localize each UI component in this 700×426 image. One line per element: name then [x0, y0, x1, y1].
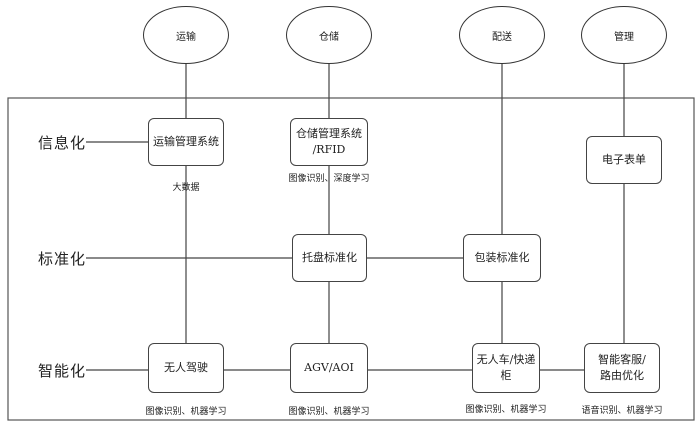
- outer-frame: [7, 97, 695, 421]
- category-oval-storage: 仓储: [286, 6, 372, 64]
- box-unmanned-vehicle: 无人车/快递柜: [472, 343, 540, 393]
- box-transport-mgmt-system: 运输管理系统: [148, 118, 224, 166]
- box-label-line1: 仓储管理系统: [296, 126, 362, 140]
- caption-image-ml-transport: 图像识别、机器学习: [145, 407, 227, 417]
- box-label: 运输管理系统: [153, 134, 219, 148]
- category-oval-management: 管理: [581, 6, 667, 64]
- box-label: 托盘标准化: [302, 250, 357, 264]
- box-label-line2: /RFID: [312, 143, 346, 156]
- box-label: 包装标准化: [474, 250, 530, 264]
- caption-image-ml-storage: 图像识别、机器学习: [288, 407, 370, 417]
- box-storage-mgmt-system: 仓储管理系统 /RFID: [290, 118, 368, 166]
- row-label-standardization: 标准化: [38, 250, 87, 268]
- category-label: 运输: [176, 31, 196, 43]
- category-label: 配送: [492, 31, 512, 43]
- box-label-line1: 智能客服/: [598, 352, 646, 366]
- category-oval-transport: 运输: [143, 6, 229, 64]
- caption-speech-ml: 语音识别、机器学习: [581, 406, 663, 416]
- caption-image-deep-learning: 图像识别、深度学习: [288, 174, 370, 184]
- box-autonomous-driving: 无人驾驶: [148, 343, 224, 393]
- box-label-line2: 路由优化: [600, 369, 644, 382]
- caption-image-ml-delivery: 图像识别、机器学习: [465, 405, 547, 415]
- box-label: 无人车/快递柜: [476, 352, 536, 383]
- caption-big-data: 大数据: [172, 183, 200, 193]
- box-smart-customer-service: 智能客服/ 路由优化: [584, 343, 660, 393]
- box-e-form: 电子表单: [586, 136, 662, 184]
- row-label-intelligence: 智能化: [38, 362, 87, 380]
- category-label: 管理: [614, 31, 634, 43]
- category-label: 仓储: [319, 31, 339, 43]
- box-label: AGV/AOI: [304, 360, 354, 374]
- box-label: 电子表单: [602, 152, 646, 166]
- box-pallet-standardization: 托盘标准化: [292, 234, 367, 282]
- box-agv-aoi: AGV/AOI: [290, 343, 368, 393]
- box-label: 无人驾驶: [164, 360, 208, 374]
- row-label-informatization: 信息化: [38, 134, 87, 152]
- box-package-standardization: 包装标准化: [463, 234, 541, 282]
- category-oval-delivery: 配送: [459, 6, 545, 64]
